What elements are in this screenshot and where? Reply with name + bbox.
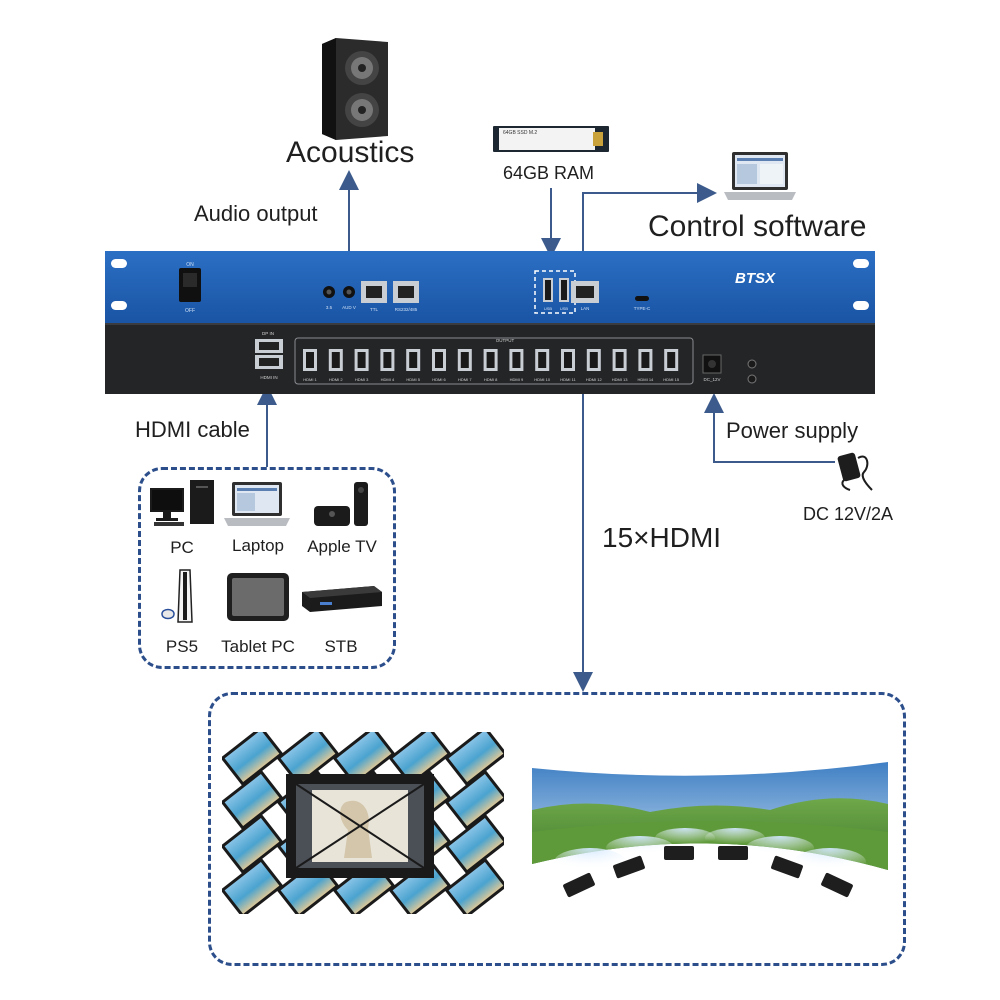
hdmi-output-port-opening [589, 352, 598, 368]
video-wall-tile [444, 732, 504, 787]
video-wall-tile [222, 857, 284, 914]
hdmi-in-label: HDMI IN [260, 375, 277, 380]
switch-off-label: OFF [185, 308, 195, 314]
hdmi-output-port-opening [435, 352, 443, 368]
ram-module-icon: 64GB SSD M.2 [493, 126, 609, 152]
hdmi-output-label: HDMI 6 [432, 377, 446, 382]
video-wall-tile [276, 732, 340, 787]
sources-box [138, 467, 396, 669]
hdmi-output-port-opening [331, 352, 340, 368]
hdmi-output-port-opening [357, 352, 366, 368]
power-supply-label: Power supply [726, 418, 859, 443]
acoustics-label: Acoustics [286, 136, 415, 169]
apple-tv-icon [314, 482, 368, 526]
set-top-box-icon [302, 586, 382, 612]
speaker-icon [322, 38, 388, 140]
pc-icon [150, 480, 214, 526]
hdmi-output-label: HDMI 2 [329, 377, 343, 382]
source-label-tablet: Tablet PC [221, 637, 295, 656]
video-wall-controller: ON OFF 3.5 AUD V TTL RS232/485 USB USB L… [105, 251, 875, 394]
hdmi-output-label: HDMI 7 [458, 377, 472, 382]
tablet-icon [227, 573, 289, 621]
port-label-rs232: RS232/485 [395, 307, 418, 312]
output-group-label: OUTPUT [496, 338, 515, 343]
hdmi-output-ports: HDMI 1 HDMI 2 HDMI 3 HDMI 4 HDMI 5 HDMI 6 HDMI… [303, 349, 680, 382]
hdmi-output-port-opening [512, 352, 521, 368]
hdmi-output-port-opening [615, 352, 624, 368]
hdmi-output-label: HDMI 14 [638, 377, 655, 382]
hdmi-output-label: HDMI 12 [586, 377, 603, 382]
port-label-typec: TYPE-C [634, 306, 651, 311]
hdmi-output-label: HDMI 15 [663, 377, 680, 382]
hdmi-output-label: HDMI 1 [303, 377, 317, 382]
source-label-apple-tv: Apple TV [307, 537, 377, 556]
hdmi-output-label: HDMI 4 [381, 377, 395, 382]
port-label-jack: 3.5 [326, 305, 333, 310]
hdmi-output-port-opening [564, 352, 572, 368]
power-arrow [704, 393, 835, 463]
hdmi-output-port-opening [641, 352, 650, 368]
source-label-stb: STB [324, 637, 358, 656]
hdmi-output-port-opening [486, 352, 495, 368]
power-adapter-icon [837, 452, 873, 491]
video-wall-tile [388, 732, 452, 787]
hdmi-output-port-opening [667, 352, 676, 368]
displays-box [208, 692, 906, 966]
curved-projection-image [532, 762, 888, 898]
port-label-usb2: USB [560, 306, 569, 311]
hdmi-output-label: HDMI 3 [355, 377, 369, 382]
ram-label: 64GB RAM [503, 163, 595, 183]
hdmi-output-label: HDMI 9 [510, 377, 524, 382]
audio-output-label: Audio output [194, 201, 318, 226]
rotated-video-wall-image [222, 732, 504, 914]
video-wall-tile [222, 769, 284, 831]
port-label-audio: AUD V [342, 305, 356, 310]
video-wall-tile [444, 769, 504, 831]
hdmi-output-port-opening [306, 352, 314, 368]
port-label-lan: LAN [581, 306, 590, 311]
source-label-laptop: Laptop [232, 536, 284, 555]
laptop-icon [224, 482, 290, 526]
hdmi-output-label: HDMI 13 [612, 377, 629, 382]
port-label-usb1: USB [544, 306, 553, 311]
hdmi-output-label: HDMI 10 [534, 377, 551, 382]
source-label-pc: PC [170, 538, 194, 557]
control-software-label: Control software [648, 210, 867, 243]
video-wall-tile [222, 732, 284, 787]
hdmi-output-label: HDMI 5 [406, 377, 420, 382]
port-label-ttl: TTL [370, 307, 378, 312]
video-wall-tile [222, 813, 284, 875]
ps5-icon [161, 569, 193, 623]
control-laptop-icon [724, 152, 796, 200]
dc-spec-label: DC 12V/2A [803, 504, 894, 524]
dc-in-label: DC_12V [703, 377, 720, 382]
source-label-ps5: PS5 [165, 637, 199, 656]
hdmi-output-label: HDMI 11 [560, 377, 576, 382]
hdmi-output-port-opening [460, 352, 469, 368]
video-wall-tile [332, 732, 396, 787]
video-wall-tile [444, 813, 504, 875]
video-wall-tile [444, 857, 504, 914]
brand-logo: BTSX [735, 270, 776, 287]
switch-on-label: ON [186, 262, 194, 268]
outputs-label: 15×HDMI [602, 522, 722, 553]
hdmi-output-port-opening [383, 352, 392, 368]
dp-in-label: DP IN [262, 331, 274, 336]
lan-arrow [582, 183, 717, 270]
hdmi-output-port-opening [409, 352, 418, 368]
hdmi-output-port-opening [538, 352, 547, 368]
ram-module-text: 64GB SSD M.2 [503, 130, 537, 136]
hdmi-output-label: HDMI 8 [484, 377, 498, 382]
hdmi-cable-label: HDMI cable [135, 417, 250, 442]
